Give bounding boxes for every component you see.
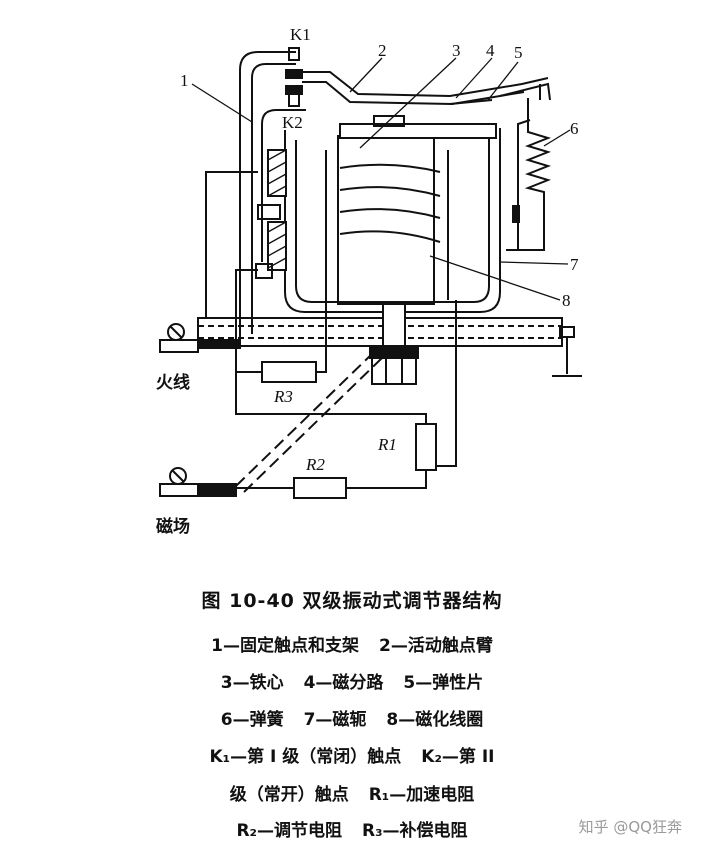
fixed-contact-bracket — [239, 51, 296, 340]
resistor-r1 — [415, 423, 437, 471]
label-5: 5 — [514, 43, 523, 62]
magnetizing-coil — [325, 150, 449, 300]
label-r3: R3 — [273, 387, 293, 406]
label-8: 8 — [562, 291, 571, 310]
label-k2: K2 — [282, 113, 303, 132]
live-terminal — [159, 339, 199, 353]
iron-core — [337, 135, 435, 305]
label-2: 2 — [378, 41, 387, 60]
regulator-diagram: K1 K2 1 2 3 4 5 6 7 8 R1 R2 R3 火线 磁场 — [156, 25, 582, 537]
yoke — [284, 128, 501, 313]
label-live-wire: 火线 — [156, 372, 190, 393]
label-k1: K1 — [290, 25, 311, 44]
resistor-r3 — [261, 361, 317, 383]
resistor-r2 — [293, 477, 347, 499]
label-r2: R2 — [305, 455, 325, 474]
watermark: 知乎 @QQ狂奔 — [578, 818, 682, 836]
label-7: 7 — [570, 255, 579, 274]
base-board — [197, 317, 563, 347]
label-1: 1 — [180, 71, 189, 90]
label-4: 4 — [486, 41, 495, 60]
spring — [524, 98, 552, 210]
label-6: 6 — [570, 119, 579, 138]
label-3: 3 — [452, 41, 461, 60]
figure-title: 图 10-40 双级振动式调节器结构 — [201, 590, 503, 612]
label-field: 磁场 — [156, 516, 190, 537]
moving-contact-arm — [290, 71, 549, 98]
label-r1: R1 — [377, 435, 397, 454]
field-terminal — [159, 483, 199, 497]
